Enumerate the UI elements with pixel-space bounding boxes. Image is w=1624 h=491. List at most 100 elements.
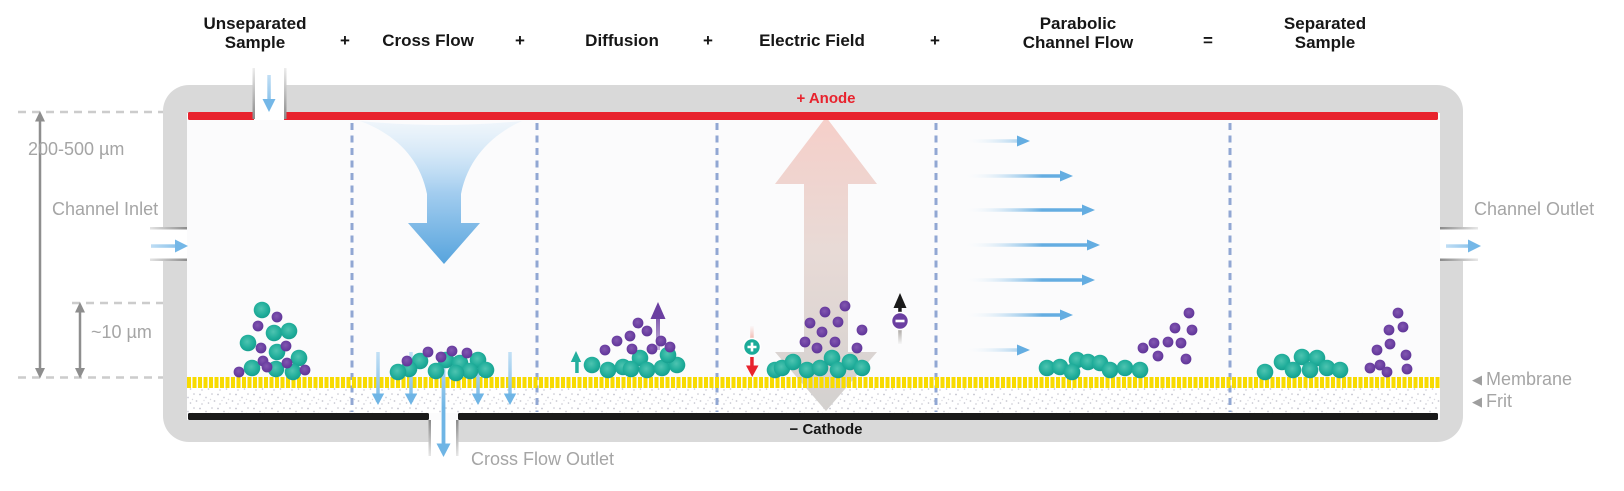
operator-plus: +: [340, 31, 350, 50]
slot-edge: [252, 68, 255, 119]
measure-dashed-lines: [18, 110, 163, 379]
particle-teal: [1038, 359, 1056, 377]
particle-purple: [646, 343, 658, 355]
particle-purple: [1401, 363, 1413, 375]
membrane-label: ◀Membrane: [1472, 369, 1573, 389]
slot-edge: [1440, 227, 1478, 230]
channel-inlet-arrow: [151, 244, 175, 248]
particle-teal: [427, 362, 445, 380]
cross-flow-small-arrow-head: [471, 393, 485, 405]
particle-purple: [1392, 307, 1404, 319]
positive-particle-trail: [750, 326, 754, 343]
frit-label: ◀Frit: [1472, 391, 1512, 411]
particle-purple: [1364, 362, 1376, 374]
label-electric-field: Electric Field: [759, 31, 865, 50]
channel-inlet-label: Channel Inlet: [52, 199, 159, 219]
slot-edge: [150, 258, 187, 261]
anode-segment: [188, 112, 256, 120]
teal-up-arrow-head: [570, 351, 582, 362]
cathode-segment: [188, 413, 429, 420]
particle-purple: [851, 342, 863, 354]
particle-teal: [290, 349, 308, 367]
slot-edge: [150, 227, 187, 230]
particle-purple: [799, 336, 811, 348]
sample-inlet-arrow: [267, 75, 271, 100]
channel-inlet-arrow-head: [175, 239, 188, 253]
particle-teal: [811, 359, 829, 377]
particle-teal: [853, 359, 871, 377]
particle-cluster-cross-flow: [389, 345, 495, 382]
cathode-segment: [458, 413, 1438, 420]
particle-purple: [819, 306, 831, 318]
particle-teal: [1318, 359, 1336, 377]
particle-purple: [664, 341, 676, 353]
red-down-arrow-head: [746, 365, 759, 377]
parabolic-flow-arrows: [961, 135, 1100, 356]
particle-teal: [583, 356, 601, 374]
particle-purple: [1162, 336, 1174, 348]
parabolic-arrow-head: [1082, 204, 1095, 216]
diffusion-arrows: [570, 302, 666, 373]
particle-teal: [1063, 363, 1081, 381]
channel-outlet-arrow-head: [1468, 239, 1481, 253]
ports: [150, 66, 1481, 456]
cross-flow-small-arrow-head: [404, 393, 418, 405]
arrow-head: [75, 302, 85, 313]
teal-up-arrow: [575, 361, 579, 373]
particle-purple: [804, 317, 816, 329]
operator-plus: +: [930, 31, 940, 50]
particle-purple: [626, 343, 638, 355]
particle-purple: [422, 346, 434, 358]
particle-purple: [611, 335, 623, 347]
anode-label: + Anode: [796, 90, 856, 107]
arrow-head: [75, 368, 85, 379]
red-down-arrow: [750, 357, 754, 366]
particle-purple: [233, 366, 245, 378]
cross-flow-small-arrow: [376, 352, 380, 394]
particle-cluster-diffusion: [583, 317, 686, 379]
anode-segment: [283, 112, 1438, 120]
section-separators: [350, 123, 1232, 412]
particle-purple: [811, 342, 823, 354]
cross-flow-small-arrow: [508, 352, 512, 394]
slot-edge: [284, 68, 287, 119]
particle-purple: [856, 324, 868, 336]
particle-purple: [839, 300, 851, 312]
particle-purple: [1186, 324, 1198, 336]
particle-teal: [1101, 361, 1119, 379]
particle-purple: [641, 325, 653, 337]
particle-teal: [1256, 363, 1274, 381]
frit-pointer-icon: ◀: [1472, 394, 1482, 409]
parabolic-arrow-head: [1087, 239, 1100, 251]
cathode-line: [188, 413, 1438, 420]
particle-purple: [829, 336, 841, 348]
charged-particle-markers: [742, 293, 910, 377]
particle-teal: [1116, 359, 1134, 377]
particle-teal: [1301, 361, 1319, 379]
particle-teal: [461, 362, 479, 380]
particle-teal: [1131, 361, 1149, 379]
particle-cluster-separated-sample: [1256, 307, 1413, 381]
particle-purple: [1381, 366, 1393, 378]
particle-teal: [243, 359, 261, 377]
plus-icon: [747, 342, 757, 352]
particle-purple: [1148, 337, 1160, 349]
negative-particle-trail: [898, 330, 902, 344]
channel-height-label: 200-500 µm: [28, 139, 125, 159]
particle-purple: [461, 347, 473, 359]
particle-purple: [1374, 359, 1386, 371]
cross-flow-arrow: [360, 121, 522, 264]
particle-purple: [1152, 350, 1164, 362]
operator-plus: +: [515, 31, 525, 50]
particle-teal: [1331, 361, 1349, 379]
particle-teal: [638, 361, 656, 379]
particle-teal: [622, 360, 640, 378]
particle-purple: [280, 340, 292, 352]
particle-purple: [299, 364, 311, 376]
particle-purple: [832, 316, 844, 328]
particle-teal: [1284, 361, 1302, 379]
operator-equals: =: [1203, 31, 1213, 50]
particle-teal: [653, 359, 671, 377]
